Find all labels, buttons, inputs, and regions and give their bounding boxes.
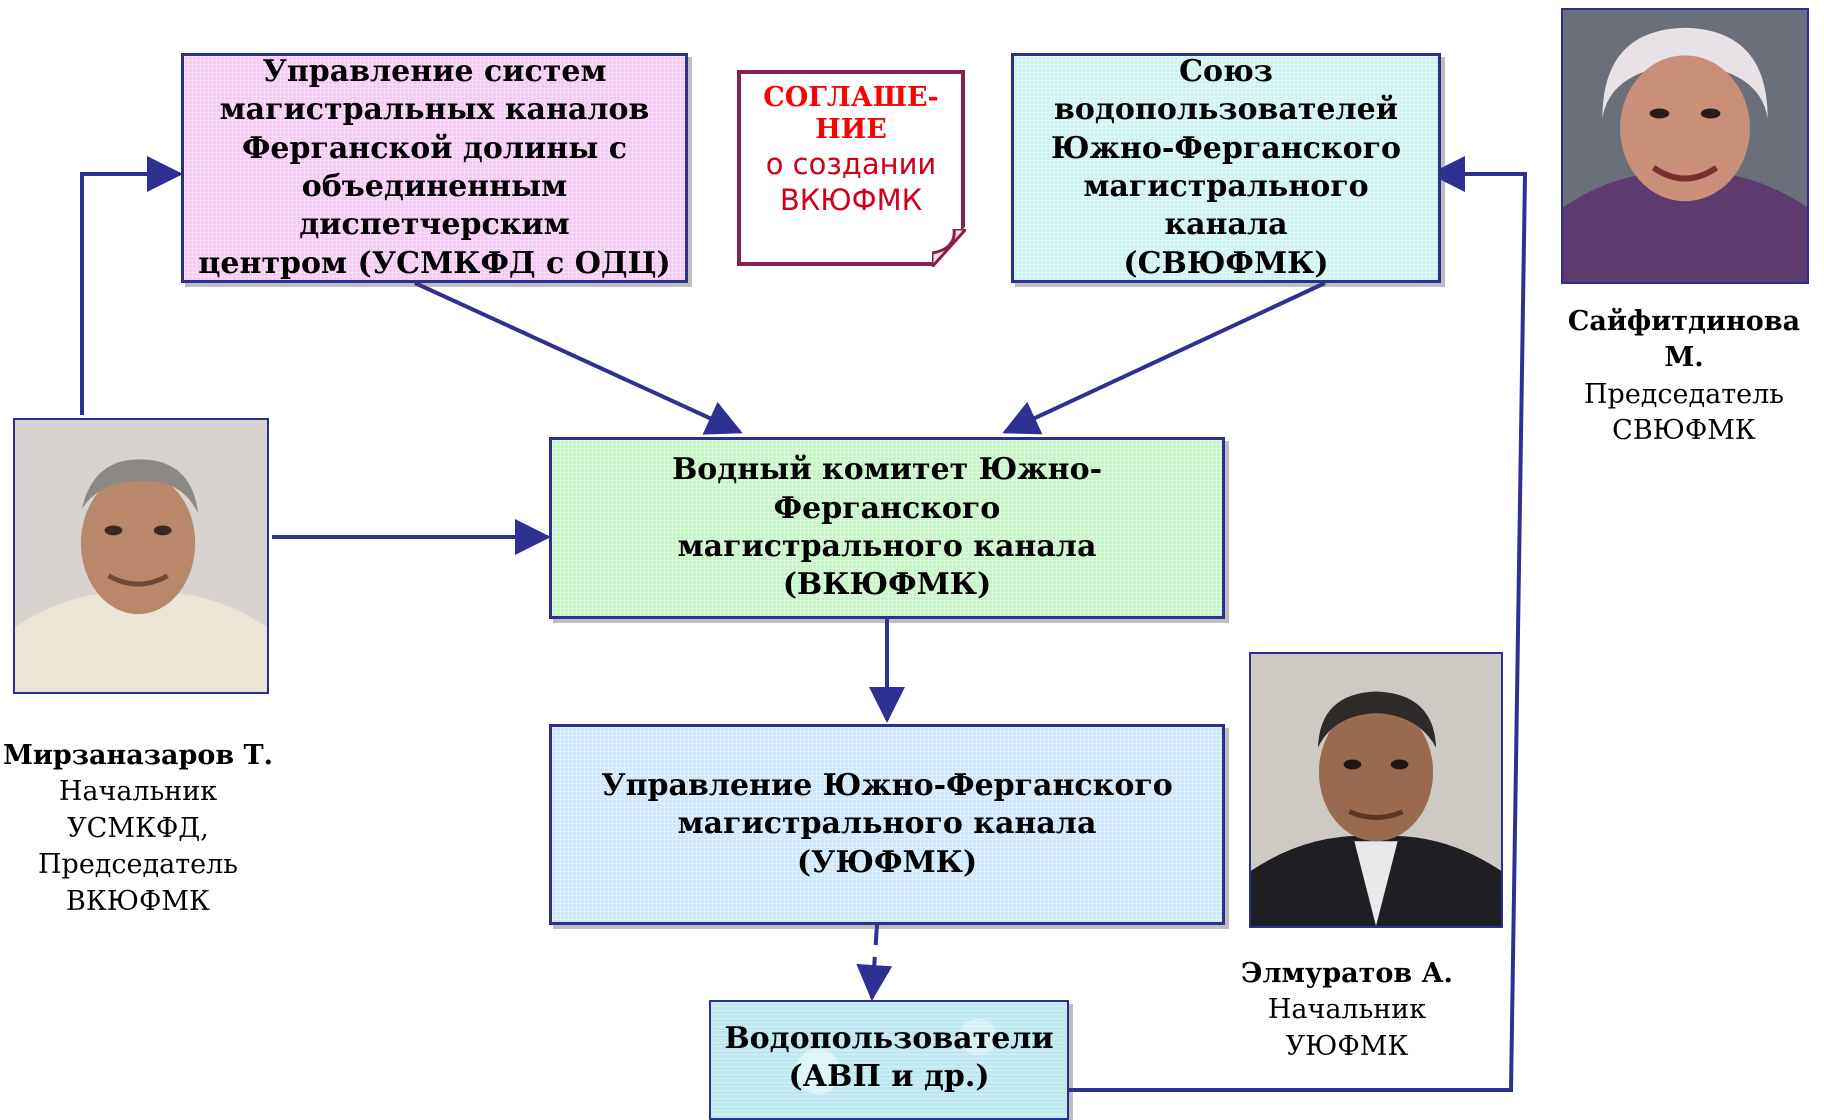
usmkfd-line: объединенным диспетчерским	[299, 169, 570, 243]
person-role-line: Начальник	[58, 776, 218, 808]
person-icon	[1563, 10, 1807, 282]
connector-svyufmk-to-vkyufmk	[1002, 281, 1326, 435]
caption-elmuratov: Элмуратов А. Начальник УЮФМК	[1216, 956, 1478, 1065]
svyufmk-line: магистрального канала	[1083, 169, 1369, 243]
svyufmk-line: (СВЮФМК)	[1123, 245, 1329, 281]
usmkfd-line: магистральных каналов	[219, 92, 650, 128]
connector-left-photo-to-usmkfd	[80, 156, 183, 415]
water-users-line: Водопользователи	[724, 1021, 1054, 1056]
svyufmk-line: Южно-Ферганского	[1051, 130, 1401, 166]
usmkfd-line: Ферганской долины с	[241, 130, 628, 166]
portrait-saifitdinova	[1561, 8, 1809, 284]
uyufmk-line: Управление Южно-Ферганского	[601, 767, 1173, 803]
usmkfd-line: Управление систем	[262, 53, 607, 89]
caption-mirzanazarov: Мирзаназаров Т. Начальник УСМКФД, Предсе…	[0, 738, 276, 920]
person-role-line: УЮФМК	[1285, 1030, 1409, 1062]
uyufmk-line: (УЮФМК)	[796, 844, 978, 880]
person-icon	[15, 420, 267, 692]
page-curl-icon	[932, 229, 966, 267]
usmkfd-box: Управление систем магистральных каналов …	[181, 53, 688, 283]
usmkfd-line: центром (УСМКФД с ОДЦ)	[198, 245, 671, 281]
vkyufmk-line: магистрального канала	[677, 529, 1097, 564]
agreement-note: СОГЛАШЕ- НИЕ о создании ВКЮФМК	[737, 70, 965, 266]
person-role-line: Председатель	[37, 849, 239, 881]
portrait-mirzanazarov	[13, 418, 269, 694]
connector-users-to-svyufmk	[1068, 156, 1528, 1092]
agreement-body-line: ВКЮФМК	[779, 182, 923, 217]
agreement-body-line: о создании	[765, 146, 937, 181]
person-name: Мирзаназаров Т.	[2, 740, 274, 771]
vkyufmk-line: (ВКЮФМК)	[782, 567, 992, 603]
person-name: Элмуратов А.	[1241, 958, 1453, 989]
uyufmk-line: магистрального канала	[677, 806, 1097, 842]
uyufmk-box: Управление Южно-Ферганского магистрально…	[549, 724, 1225, 925]
vkyufmk-line: Водный комитет Южно-Ферганского	[671, 452, 1103, 526]
person-role-line: Начальник	[1267, 994, 1427, 1026]
person-name: Сайфитдинова М.	[1567, 306, 1801, 374]
person-role-line: Председатель	[1583, 378, 1785, 410]
connector-usmkfd-to-vkyufmk	[414, 281, 743, 435]
portrait-elmuratov	[1249, 652, 1503, 928]
person-role-line: УСМКФД,	[67, 812, 209, 844]
agreement-title-line: СОГЛАШЕ-	[763, 82, 939, 113]
caption-saifitdinova: Сайфитдинова М. Председатель СВЮФМК	[1544, 304, 1824, 450]
water-users-line: (АВП и др.)	[788, 1059, 990, 1095]
agreement-title-line: НИЕ	[815, 113, 887, 145]
svyufmk-box: Союз водопользователей Южно-Ферганского …	[1011, 53, 1441, 283]
person-role-line: ВКЮФМК	[66, 885, 210, 917]
person-role-line: СВЮФМК	[1612, 415, 1756, 447]
connector-uyufmk-to-users	[856, 924, 893, 1001]
water-users-box: Водопользователи (АВП и др.)	[709, 1000, 1069, 1120]
vkyufmk-box: Водный комитет Южно-Ферганского магистра…	[549, 437, 1225, 619]
svyufmk-line: Союз водопользователей	[1054, 53, 1398, 128]
person-icon	[1251, 654, 1501, 926]
